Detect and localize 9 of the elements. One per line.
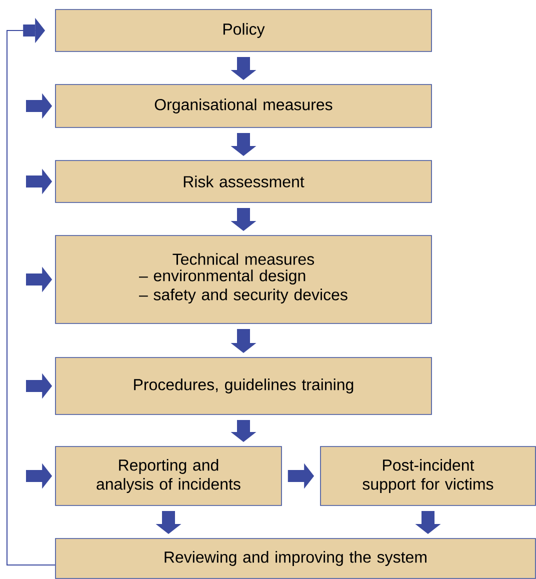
process-box: Organisational measures bbox=[55, 84, 432, 128]
process-box: Procedures, guidelines training bbox=[55, 357, 432, 415]
process-box: Reviewing and improving the system bbox=[55, 538, 536, 579]
process-box: Policy bbox=[55, 9, 432, 52]
process-box: Technical measures – environmental design – safety and security devices bbox=[55, 235, 432, 324]
process-box: Post-incident support for victims bbox=[320, 446, 536, 506]
process-box: Reporting and analysis of incidents bbox=[55, 446, 282, 506]
arrow bbox=[6, 18, 56, 566]
process-box: Risk assessment bbox=[55, 160, 432, 203]
